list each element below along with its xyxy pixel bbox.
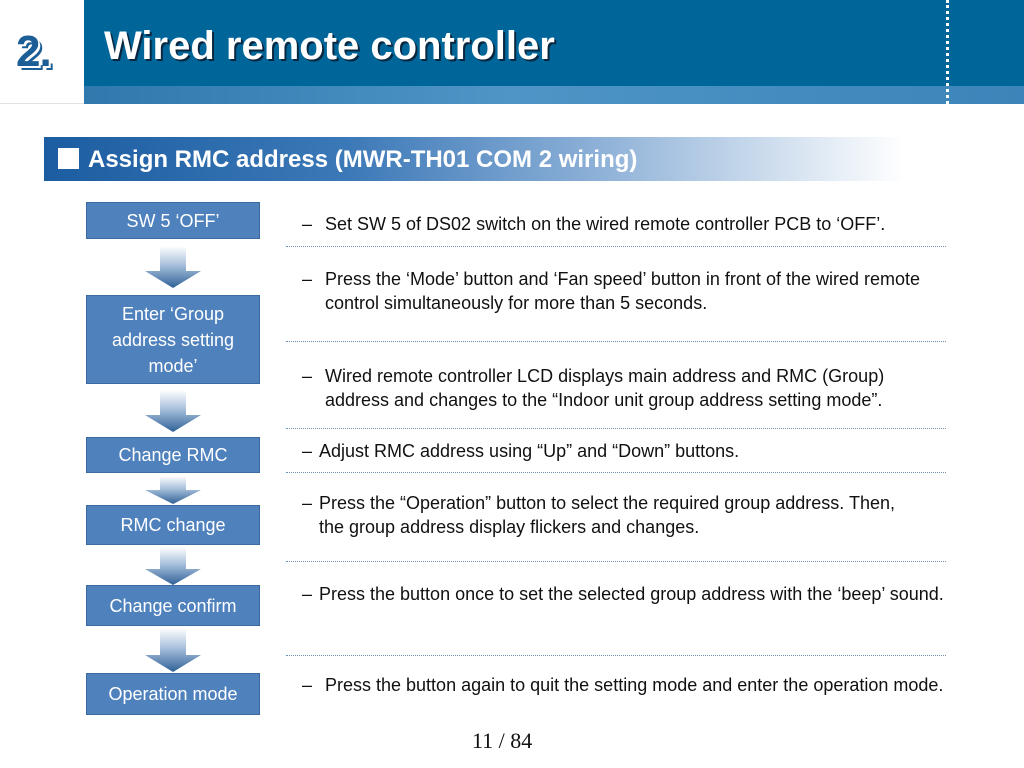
step-label: Change RMC (118, 445, 228, 465)
description-item: – Press the button again to quit the set… (302, 673, 957, 697)
down-arrow-icon (145, 476, 201, 504)
subtitle-text: Assign RMC address (MWR-TH01 COM 2 wirin… (88, 146, 638, 173)
description-text: Press the ‘Mode’ button and ‘Fan speed’ … (325, 269, 921, 313)
description-text: Set SW 5 of DS02 switch on the wired rem… (325, 214, 886, 234)
step-box-operation-mode: Operation mode (86, 673, 260, 715)
dash: – (302, 584, 313, 604)
dash: – (302, 441, 313, 461)
step-label: Operation mode (108, 684, 238, 704)
section-number: 2. (16, 27, 52, 76)
description-text: Wired remote controller LCD displays mai… (325, 366, 885, 410)
down-arrow-icon (145, 628, 201, 672)
step-label: Enter ‘Group address setting mode’ (111, 303, 235, 376)
dash: – (302, 493, 313, 513)
step-box-change-rmc: Change RMC (86, 437, 260, 473)
description-text: Press the “Operation” button to select t… (319, 493, 895, 537)
dash: – (302, 366, 313, 386)
page-number: 11 / 84 (472, 728, 533, 753)
separator (286, 561, 946, 562)
description-text: Press the button once to set the selecte… (319, 584, 944, 604)
down-arrow-icon (145, 246, 201, 288)
description-text: Press the button again to quit the setti… (325, 675, 944, 695)
description-item: – Press the button once to set the selec… (302, 582, 952, 606)
separator (286, 655, 946, 656)
step-box-rmc-change: RMC change (86, 505, 260, 545)
header-divider (0, 103, 84, 104)
dash: – (302, 269, 313, 289)
description-item: – Wired remote controller LCD displays m… (302, 364, 952, 412)
down-arrow-icon (145, 547, 201, 585)
separator (286, 341, 946, 342)
header-dotted-divider (946, 0, 949, 104)
description-text: Adjust RMC address using “Up” and “Down”… (319, 441, 740, 461)
separator (286, 246, 946, 247)
step-box-change-confirm: Change confirm (86, 585, 260, 626)
dash: – (302, 214, 313, 234)
step-box-sw5-off: SW 5 ‘OFF’ (86, 202, 260, 239)
separator (286, 472, 946, 473)
page-title: Wired remote controller (104, 24, 555, 68)
step-label: SW 5 ‘OFF’ (126, 210, 220, 231)
subtitle-band: Assign RMC address (MWR-TH01 COM 2 wirin… (44, 137, 904, 181)
header-bar: Wired remote controller (84, 0, 1024, 86)
step-box-enter-group-mode: Enter ‘Group address setting mode’ (86, 295, 260, 384)
description-item: – Set SW 5 of DS02 switch on the wired r… (302, 212, 962, 236)
separator (286, 428, 946, 429)
dash: – (302, 675, 313, 695)
step-label: RMC change (120, 515, 226, 535)
square-bullet-icon (58, 148, 79, 169)
description-item: – Press the ‘Mode’ button and ‘Fan speed… (302, 267, 922, 315)
description-item: – Adjust RMC address using “Up” and “Dow… (302, 439, 962, 463)
header-accent-line (84, 86, 1024, 104)
step-label: Change confirm (109, 595, 237, 616)
down-arrow-icon (145, 390, 201, 432)
description-item: – Press the “Operation” button to select… (302, 491, 912, 539)
section-number-area: 2. (0, 0, 84, 104)
